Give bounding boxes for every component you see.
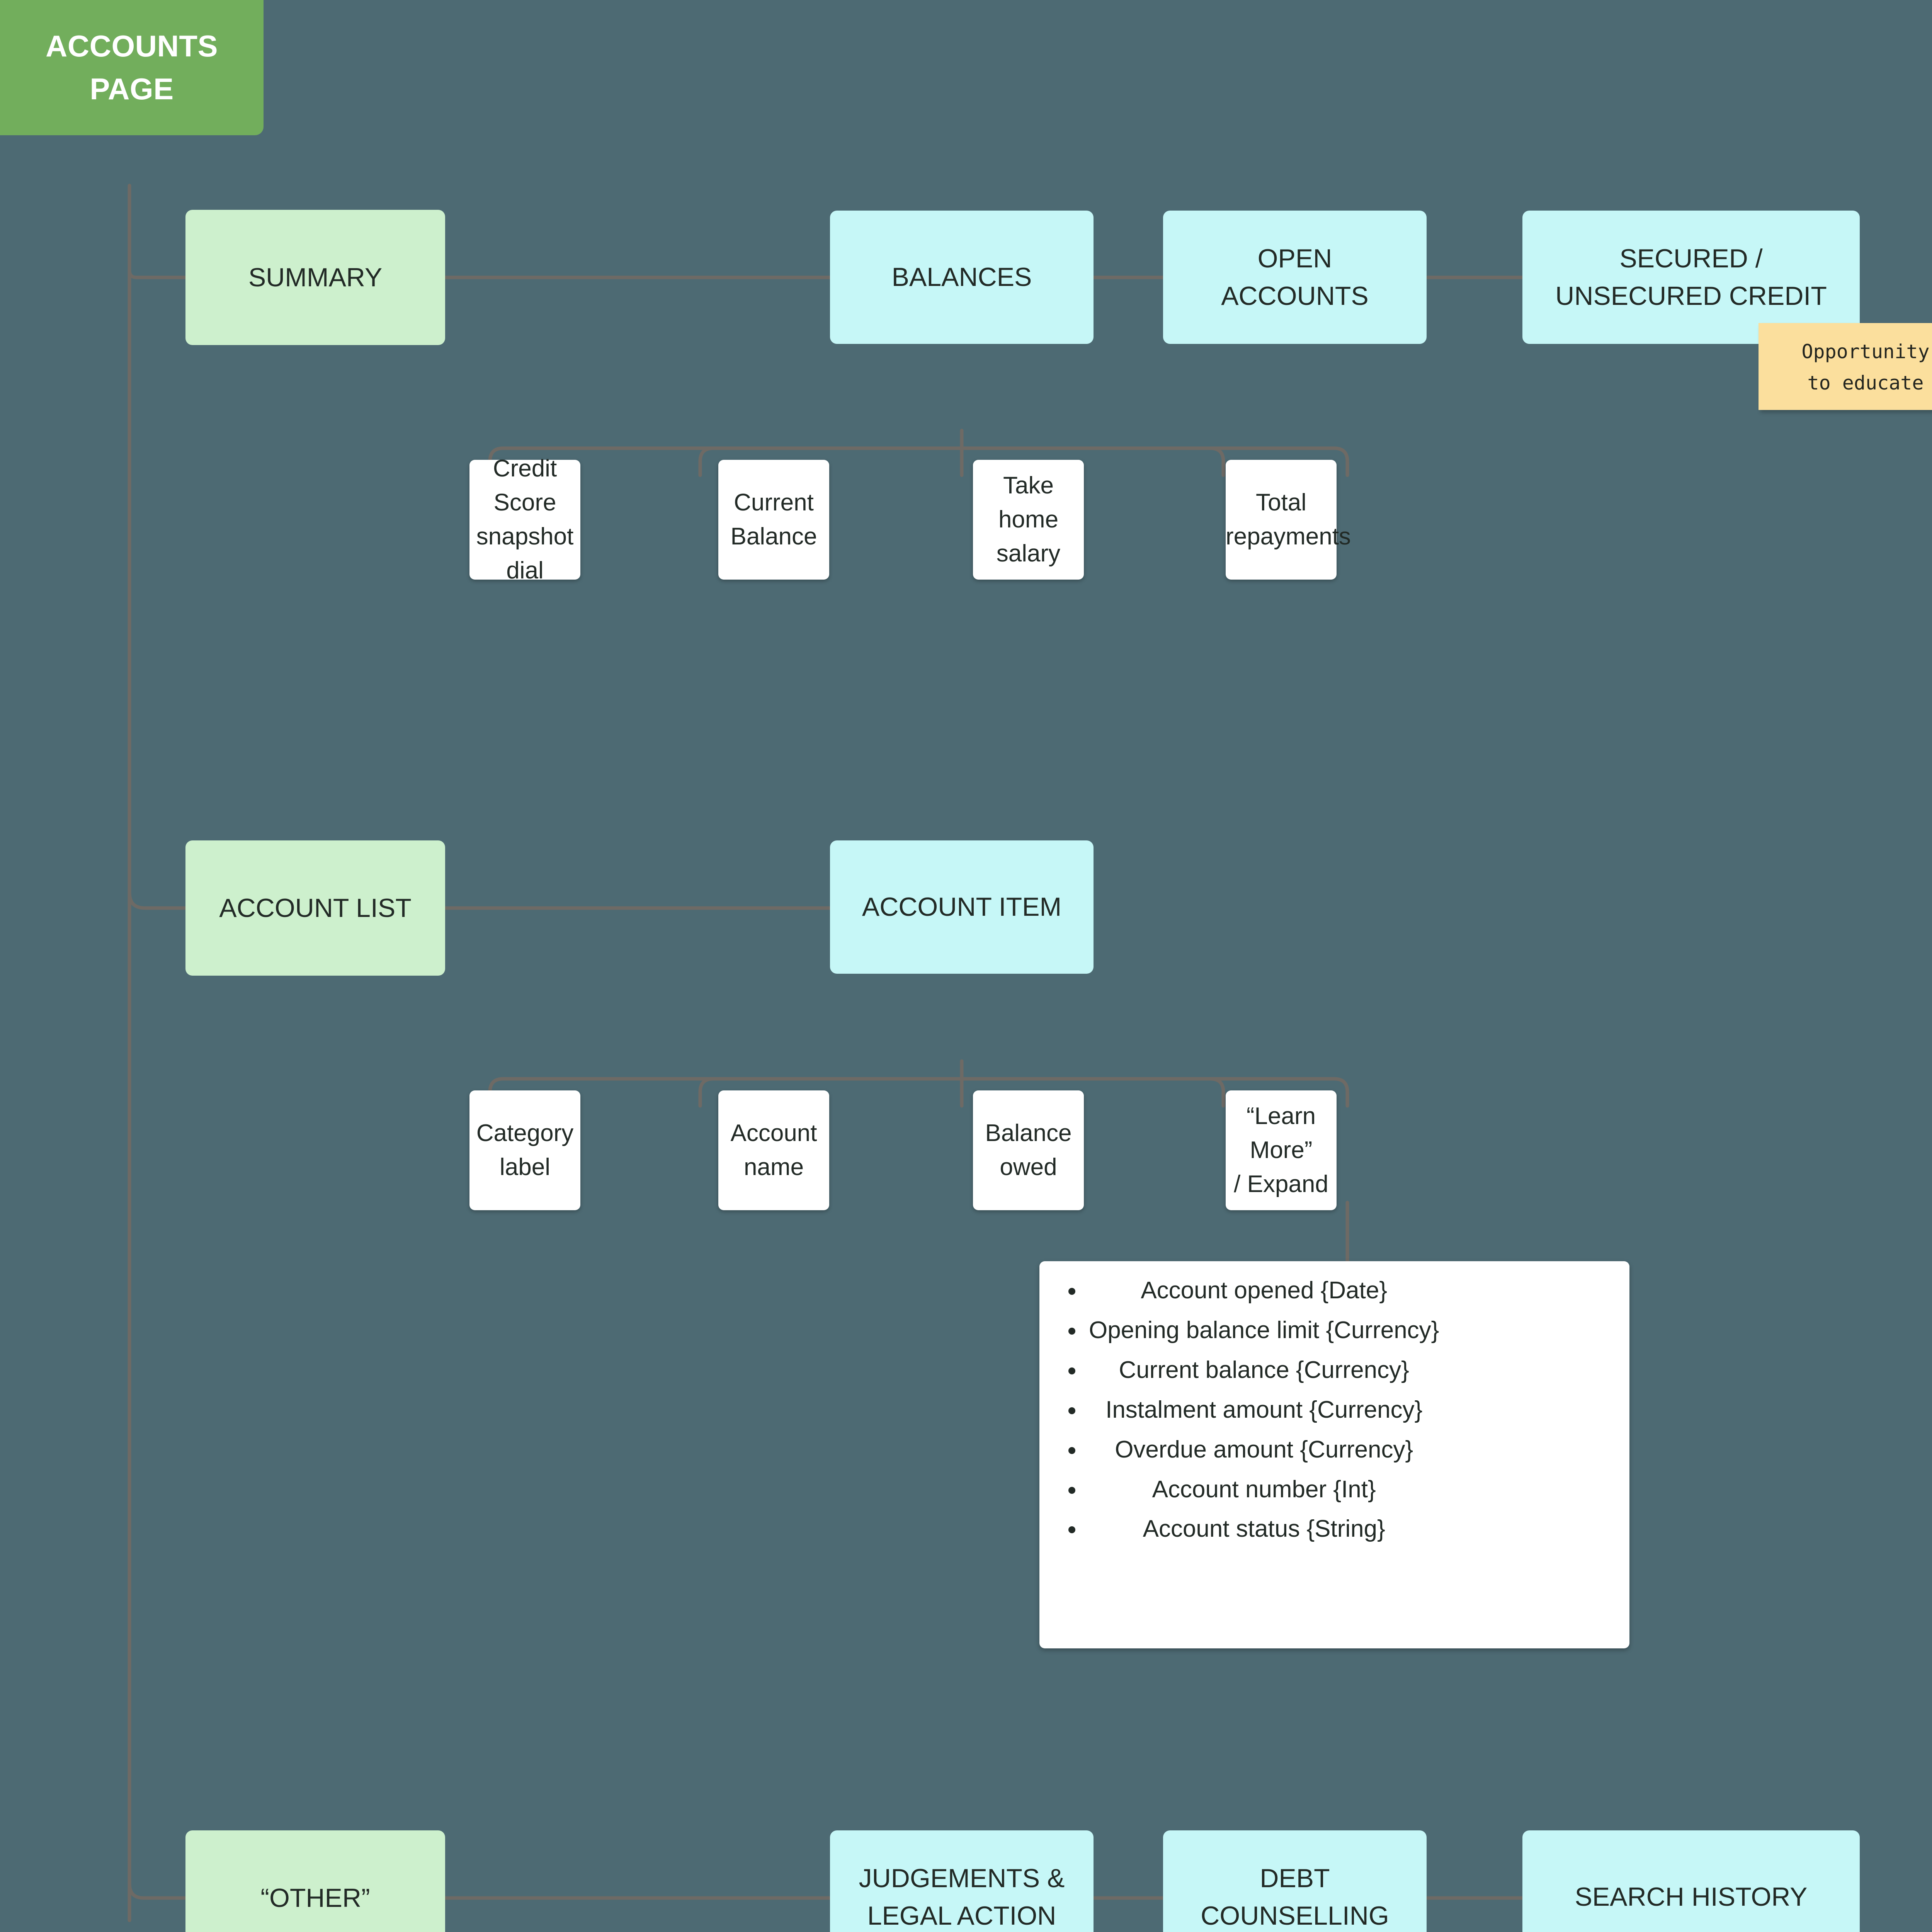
node-balances[interactable]: BALANCES	[830, 211, 1094, 344]
list-item: Account opened {Date}	[1085, 1277, 1439, 1304]
node-label: SUMMARY	[248, 262, 383, 292]
node-account-list[interactable]: ACCOUNT LIST	[185, 840, 445, 976]
node-label: DEBT COUNSELLING	[1201, 1863, 1389, 1930]
node-current-balance[interactable]: Current Balance	[718, 460, 829, 580]
node-label: SECURED / UNSECURED CREDIT	[1555, 243, 1827, 311]
node-label: Credit Score snapshot dial	[476, 455, 574, 584]
list-item: Overdue amount {Currency}	[1085, 1436, 1439, 1464]
node-label: Total repayments	[1226, 489, 1351, 550]
node-category-label[interactable]: Category label	[469, 1090, 580, 1210]
node-label: ACCOUNTS PAGE	[46, 29, 218, 106]
node-label: JUDGEMENTS & LEGAL ACTION	[859, 1863, 1065, 1930]
list-item: Opening balance limit {Currency}	[1085, 1316, 1439, 1344]
node-secured-unsecured-credit[interactable]: SECURED / UNSECURED CREDIT	[1522, 211, 1860, 344]
node-account-item[interactable]: ACCOUNT ITEM	[830, 840, 1094, 974]
node-other[interactable]: “OTHER”	[185, 1830, 445, 1932]
node-label: ACCOUNT LIST	[219, 893, 412, 923]
node-account-name[interactable]: Account name	[718, 1090, 829, 1210]
node-label: “Learn More” / Expand	[1234, 1102, 1328, 1198]
node-judgements-legal-action[interactable]: JUDGEMENTS & LEGAL ACTION	[830, 1830, 1094, 1932]
node-label: Take home salary	[996, 472, 1061, 567]
node-label: Current Balance	[730, 489, 817, 550]
node-label: OPEN ACCOUNTS	[1221, 243, 1369, 311]
account-detail-list: Account opened {Date} Opening balance li…	[1055, 1277, 1439, 1543]
list-item: Account status {String}	[1085, 1515, 1439, 1543]
node-label: Balance owed	[985, 1119, 1072, 1180]
list-item: Current balance {Currency}	[1085, 1356, 1439, 1384]
node-learn-more-expand[interactable]: “Learn More” / Expand	[1226, 1090, 1337, 1210]
node-label: BALANCES	[891, 262, 1032, 292]
list-item: Account number {Int}	[1085, 1476, 1439, 1503]
node-accounts-page[interactable]: ACCOUNTS PAGE	[0, 0, 264, 135]
node-credit-score-snapshot-dial[interactable]: Credit Score snapshot dial	[469, 455, 580, 584]
node-summary[interactable]: SUMMARY	[185, 210, 445, 345]
node-label: “OTHER”	[260, 1883, 370, 1913]
note-label: Opportunity to educate	[1801, 340, 1930, 394]
node-take-home-salary[interactable]: Take home salary	[973, 460, 1084, 580]
node-label: Account name	[730, 1119, 817, 1180]
node-search-history[interactable]: SEARCH HISTORY	[1522, 1830, 1860, 1932]
node-label: SEARCH HISTORY	[1575, 1882, 1808, 1912]
node-label: ACCOUNT ITEM	[862, 892, 1062, 922]
node-label: Category label	[476, 1119, 574, 1180]
node-open-accounts[interactable]: OPEN ACCOUNTS	[1163, 211, 1427, 344]
node-debt-counselling[interactable]: DEBT COUNSELLING	[1163, 1830, 1427, 1932]
account-detail-list-box: Account opened {Date} Opening balance li…	[1039, 1261, 1629, 1648]
sticky-note-opportunity-to-educate[interactable]: Opportunity to educate	[1759, 323, 1932, 410]
node-balance-owed[interactable]: Balance owed	[973, 1090, 1084, 1210]
node-total-repayments[interactable]: Total repayments	[1226, 460, 1351, 580]
list-item: Instalment amount {Currency}	[1085, 1396, 1439, 1424]
